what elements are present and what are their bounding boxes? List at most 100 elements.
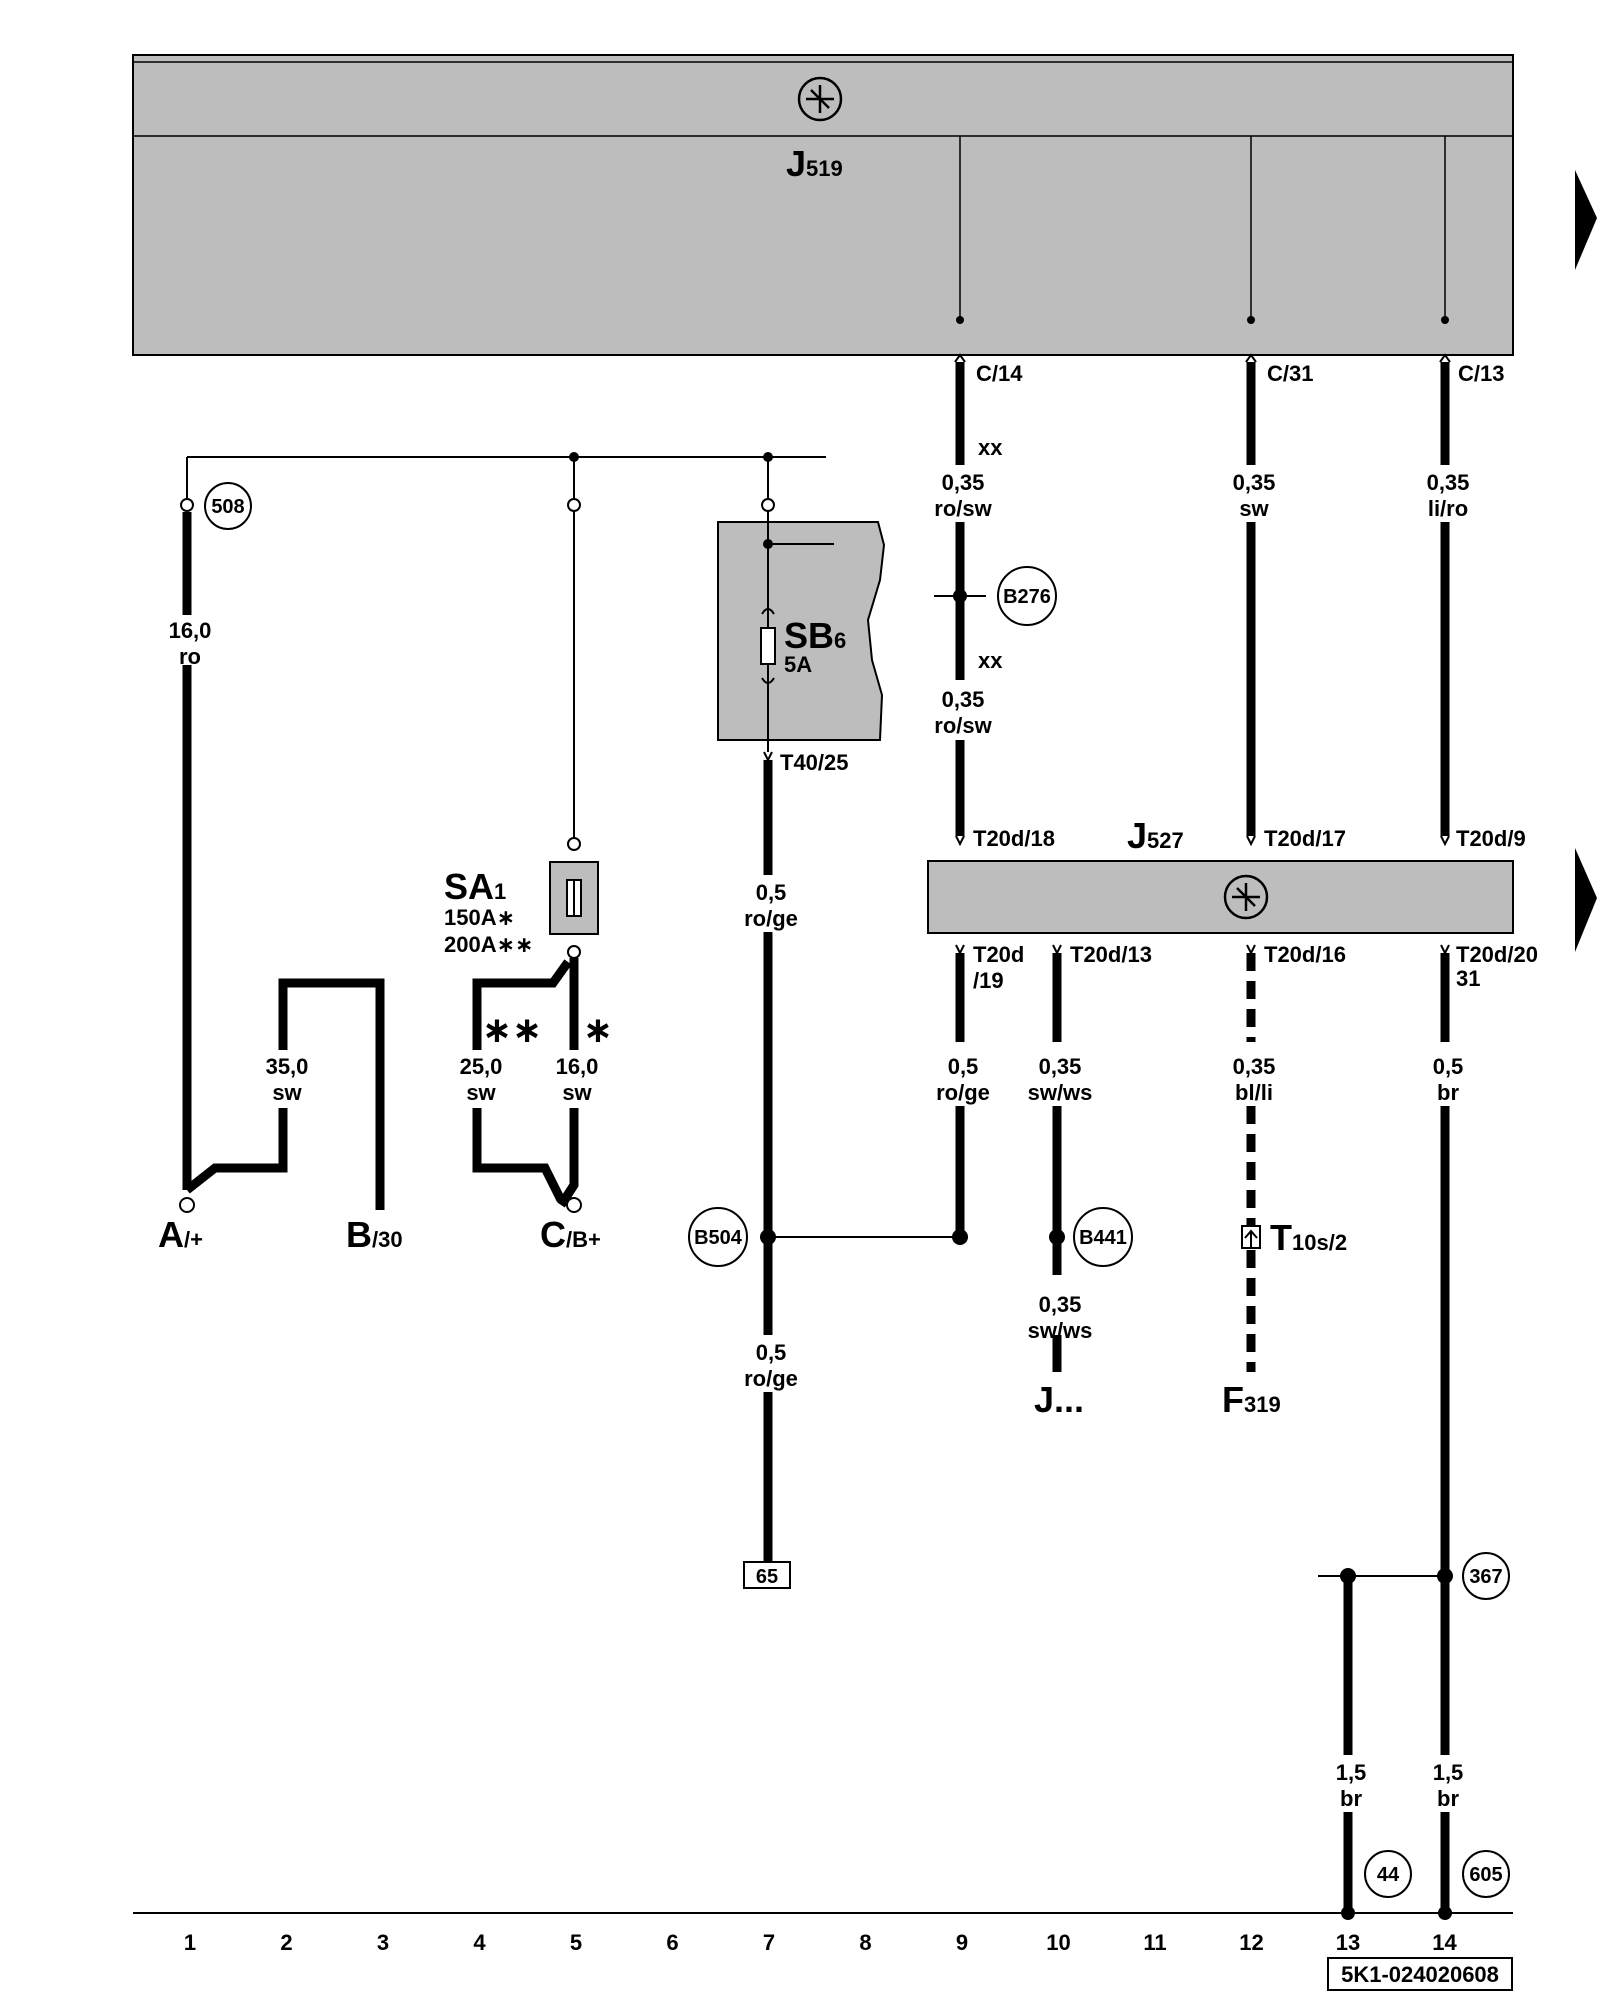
ref-circle-367: 367 xyxy=(1462,1552,1510,1600)
svg-text:605: 605 xyxy=(1469,1864,1502,1886)
wire-size-label: 1,5 xyxy=(1336,1760,1367,1785)
marker-xx: xx xyxy=(978,648,1003,673)
wire-color-label: br xyxy=(1340,1786,1362,1811)
wire-column-4-5: 25,0 sw 16,0 sw ∗∗ ∗ xyxy=(454,958,613,1208)
connector-t20d-20-pin: 31 xyxy=(1456,966,1480,991)
wire-size-label: 0,35 xyxy=(1233,470,1276,495)
fuse-sa1 xyxy=(549,861,599,935)
wire-color-label: ro/ge xyxy=(744,1366,798,1391)
wire-size-label: 35,0 xyxy=(266,1054,309,1079)
ref-circle-b441: B441 xyxy=(1073,1207,1133,1267)
wire-column-13: 1,5 br 44 xyxy=(1336,1568,1412,1920)
svg-text:65: 65 xyxy=(756,1566,778,1588)
grid-number: 14 xyxy=(1432,1930,1457,1955)
sa1-rating-200a: 200A∗∗ xyxy=(444,932,533,957)
svg-text:44: 44 xyxy=(1377,1864,1400,1886)
wire-color-label: sw xyxy=(562,1080,592,1105)
connector-t20d-17: T20d/17 xyxy=(1264,826,1346,851)
connector-c14: C/14 xyxy=(976,361,1023,386)
wire-column-14: C/13 0,35 li/ro T20d/9 T20d/20 31 0,5 br… xyxy=(1318,316,1538,1920)
wire-size-label: 0,35 xyxy=(1233,1054,1276,1079)
wire-size-label: 1,5 xyxy=(1433,1760,1464,1785)
terminal-b: B/30 xyxy=(346,1214,403,1255)
connector-c31: C/31 xyxy=(1267,361,1313,386)
sb6-label: SB6 xyxy=(784,615,846,656)
connector-t20d-13: T20d/13 xyxy=(1070,942,1152,967)
svg-text:B276: B276 xyxy=(1003,586,1051,608)
document-id: 5K1-024020608 xyxy=(1327,1957,1513,1991)
wire-size-label: 0,5 xyxy=(1433,1054,1464,1079)
grid-number: 6 xyxy=(666,1930,678,1955)
wire-size-label: 16,0 xyxy=(169,618,212,643)
connector-t20d-18: T20d/18 xyxy=(973,826,1055,851)
grid-number: 11 xyxy=(1143,1930,1166,1955)
continuation-arrow-icon xyxy=(1575,848,1597,952)
connector-t20d-19-pin: /19 xyxy=(973,968,1004,993)
wire-color-label: ro/ge xyxy=(936,1080,990,1105)
wire-column-12: C/31 0,35 sw T20d/17 T20d/16 0,35 bl/li … xyxy=(1222,316,1347,1420)
fuse-box-sb xyxy=(717,511,886,752)
grid-number: 1 xyxy=(184,1930,196,1955)
t10s2-label: T10s/2 xyxy=(1270,1217,1347,1258)
ref-circle-b276: B276 xyxy=(997,566,1057,626)
svg-text:B504: B504 xyxy=(694,1227,743,1249)
grid-number: 10 xyxy=(1046,1930,1070,1955)
wire-size-label: 0,35 xyxy=(942,687,985,712)
connector-c13: C/13 xyxy=(1458,361,1504,386)
wire-color-label: sw xyxy=(1239,496,1269,521)
wire-size-label: 0,35 xyxy=(1039,1292,1082,1317)
grid-number: 8 xyxy=(859,1930,871,1955)
wire-size-label: 0,35 xyxy=(1039,1054,1082,1079)
wire-color-label: bl/li xyxy=(1235,1080,1273,1105)
svg-text:508: 508 xyxy=(211,496,244,518)
connector-t20d-16: T20d/16 xyxy=(1264,942,1346,967)
grid-number: 2 xyxy=(280,1930,292,1955)
control-unit-j527: J527 xyxy=(927,815,1514,934)
svg-text:B441: B441 xyxy=(1079,1227,1127,1249)
sb6-rating: 5A xyxy=(784,652,812,677)
connector-t20d-20: T20d/20 xyxy=(1456,942,1538,967)
wire-column-10: T20d/13 0,35 sw/ws B441 0,35 sw/ws J... xyxy=(1028,942,1152,1420)
sa1-rating-150a: 150A∗ xyxy=(444,905,515,930)
wire-size-label: 16,0 xyxy=(556,1054,599,1079)
grid-number: 7 xyxy=(763,1930,775,1955)
grid-number: 3 xyxy=(377,1930,389,1955)
j519-label: J519 xyxy=(786,143,843,184)
single-star-marker: ∗ xyxy=(583,1009,613,1050)
ref-box-65: 65 xyxy=(743,1561,791,1589)
wire-column-7: SB6 5A T40/25 0,5 ro/ge 0,5 ro/ge B504 6… xyxy=(688,452,960,1589)
ref-circle-44: 44 xyxy=(1364,1850,1412,1898)
ref-circle-605: 605 xyxy=(1462,1850,1510,1898)
control-unit-j519: J519 xyxy=(132,54,1514,356)
wire-column-1: 16,0 ro 508 xyxy=(169,456,826,1190)
ref-circle-508: 508 xyxy=(204,482,252,530)
wire-color-label: ro/ge xyxy=(744,906,798,931)
wire-color-label: br xyxy=(1437,1786,1459,1811)
wire-color-label: br xyxy=(1437,1080,1459,1105)
f319-label: F319 xyxy=(1222,1379,1281,1420)
wire-size-label: 0,5 xyxy=(756,880,787,905)
wire-color-label: li/ro xyxy=(1428,496,1468,521)
wire-size-label: 0,35 xyxy=(1427,470,1470,495)
wire-color-label: sw/ws xyxy=(1028,1080,1093,1105)
wire-color-label: ro/sw xyxy=(934,496,992,521)
continuation-arrow-icon xyxy=(1575,170,1597,270)
document-id-text: 5K1-024020608 xyxy=(1341,1962,1499,1987)
electronic-symbol-icon xyxy=(797,76,843,122)
double-star-marker: ∗∗ xyxy=(482,1009,542,1050)
j527-label: J527 xyxy=(1127,815,1184,856)
electronic-symbol-icon xyxy=(1223,874,1269,920)
wire-color-label: sw xyxy=(466,1080,496,1105)
grid-number: 9 xyxy=(956,1930,968,1955)
wire-column-5: SA1 150A∗ 200A∗∗ xyxy=(444,452,599,959)
connector-t20d-19: T20d xyxy=(973,942,1024,967)
terminal-a: A/+ xyxy=(158,1214,203,1255)
wire-column-9: C/14 xx 0,35 ro/sw B276 xx 0,35 ro/sw T2… xyxy=(934,316,1057,1245)
grid-number: 4 xyxy=(473,1930,486,1955)
connector-t20d-9: T20d/9 xyxy=(1456,826,1526,851)
terminal-c: C/B+ xyxy=(540,1214,601,1255)
wire-color-label: ro xyxy=(179,644,201,669)
ref-circle-b504: B504 xyxy=(688,1207,748,1267)
